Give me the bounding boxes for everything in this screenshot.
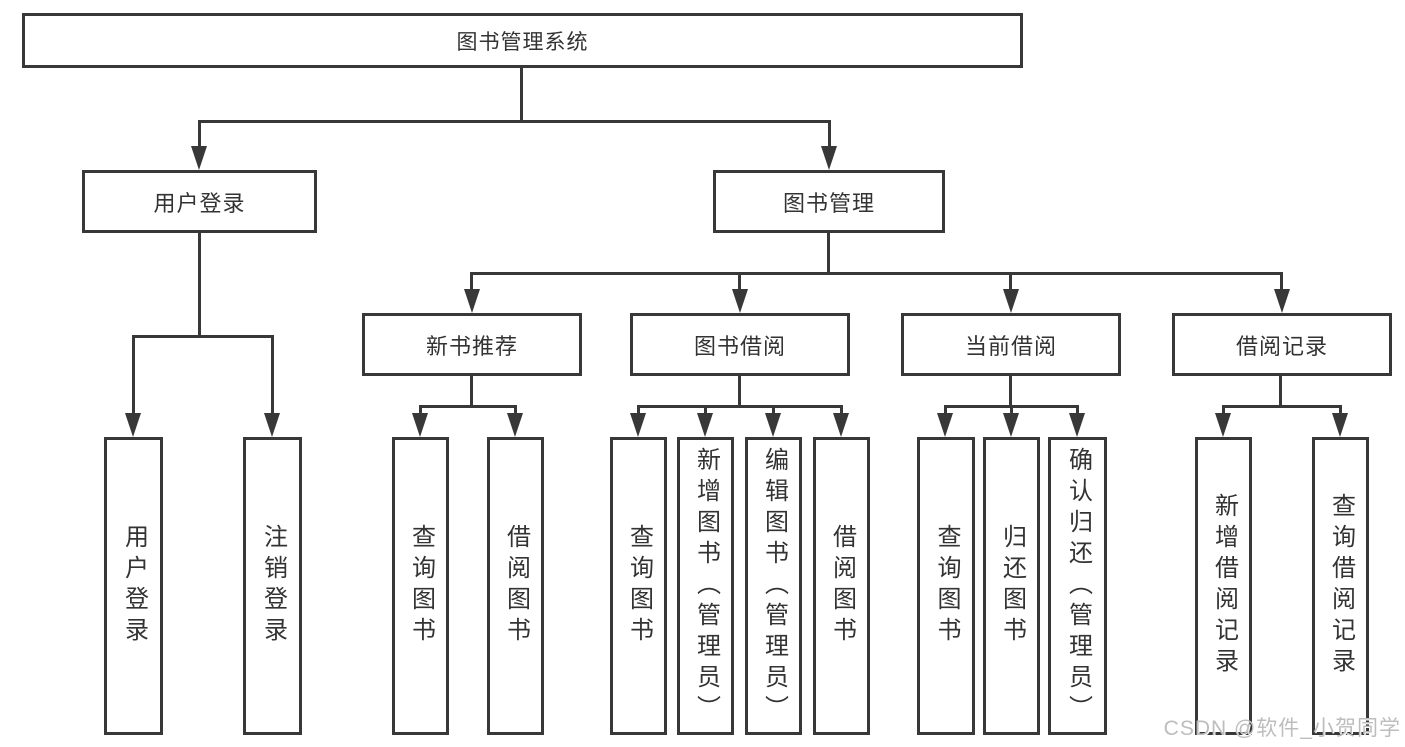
connector-line [520,68,523,120]
connector-line [470,376,473,405]
connector-line [198,120,831,123]
arrow-down-icon [630,413,646,437]
arrow-down-icon [191,146,207,170]
leaf-logout: 注销登录 [243,437,302,735]
leaf-confirm-return-admin: 确认归还（管理员） [1048,437,1107,735]
connector-line [198,120,201,146]
connector-line [470,272,473,289]
node-current-borrowing: 当前借阅 [901,313,1121,376]
connector-line [944,405,947,413]
connector-line [1339,405,1342,413]
leaf-query-borrow-record: 查询借阅记录 [1312,437,1369,735]
leaf-query-books-3: 查询图书 [917,437,975,735]
connector-line [738,272,741,289]
connector-line [1009,272,1012,289]
arrow-down-icon [507,413,523,437]
connector-line [1010,405,1013,413]
connector-line [637,405,640,413]
leaf-return-books: 归还图书 [983,437,1040,735]
connector-line [419,405,517,408]
leaf-borrow-books: 借阅图书 [487,437,544,735]
connector-line [828,120,831,146]
leaf-add-book-admin: 新增图书（管理员） [677,437,734,735]
node-borrowing-records: 借阅记录 [1172,313,1392,376]
arrow-down-icon [264,413,280,437]
arrow-down-icon [732,289,748,313]
arrow-down-icon [833,413,849,437]
node-book-management: 图书管理 [713,170,945,233]
connector-line [198,233,201,337]
arrow-down-icon [1003,289,1019,313]
connector-line [840,405,843,413]
connector-line [637,405,843,408]
connector-line [1222,405,1225,413]
connector-line [514,405,517,413]
connector-line [1280,272,1283,289]
leaf-borrow-books-2: 借阅图书 [813,437,870,735]
leaf-query-books-2: 查询图书 [610,437,667,735]
node-user-login: 用户登录 [82,170,317,233]
connector-line [470,272,1283,275]
node-book-borrowing: 图书借阅 [630,313,850,376]
leaf-add-borrow-record: 新增借阅记录 [1195,437,1252,735]
connector-line [1009,376,1012,405]
connector-line [772,405,775,413]
arrow-down-icon [937,413,953,437]
arrow-down-icon [1069,413,1085,437]
connector-line [1222,405,1342,408]
arrow-down-icon [1215,413,1231,437]
leaf-user-login: 用户登录 [104,437,163,735]
arrow-down-icon [125,413,141,437]
arrow-down-icon [1003,413,1019,437]
arrow-down-icon [412,413,428,437]
leaf-edit-book-admin: 编辑图书（管理员） [745,437,802,735]
connector-line [827,233,830,272]
connector-line [132,335,274,338]
arrow-down-icon [765,413,781,437]
connector-line [704,405,707,413]
connector-line [271,335,274,413]
connector-line [1076,405,1079,413]
connector-line [132,335,135,413]
arrow-down-icon [1274,289,1290,313]
arrow-down-icon [464,289,480,313]
watermark: CSDN @软件_小贺同学 [1163,717,1401,740]
node-library-system: 图书管理系统 [22,13,1023,68]
connector-line [1279,376,1282,405]
arrow-down-icon [1332,413,1348,437]
leaf-query-books: 查询图书 [392,437,449,735]
arrow-down-icon [697,413,713,437]
arrow-down-icon [821,146,837,170]
node-new-book-recommendation: 新书推荐 [362,313,582,376]
connector-line [419,405,422,413]
connector-line [738,376,741,405]
